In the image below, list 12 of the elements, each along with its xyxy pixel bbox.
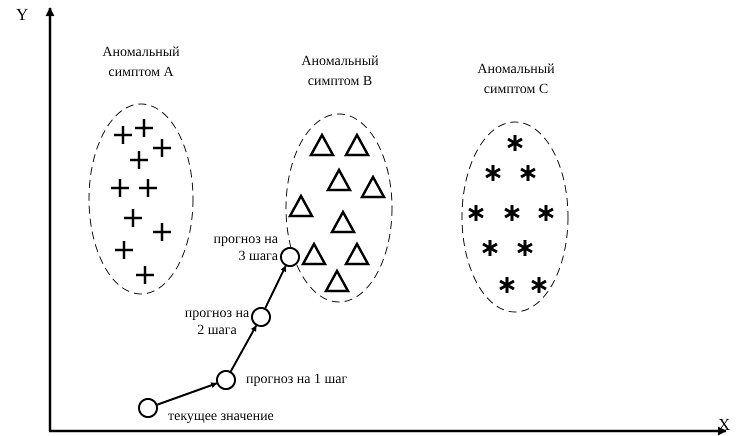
point-label: прогноз на 2 шага xyxy=(184,305,250,339)
arrow xyxy=(230,325,258,372)
cluster-heading: Аномальный симптом А xyxy=(101,44,181,82)
arrow xyxy=(157,382,218,406)
point-label: прогноз на 1 шаг xyxy=(246,371,348,388)
axis-label: Y xyxy=(16,6,28,23)
cluster-heading: Аномальный симптом В xyxy=(300,53,380,91)
axis-label: X xyxy=(718,416,730,433)
point-label: текущее значение xyxy=(168,408,274,425)
cluster-heading: Аномальный симптом С xyxy=(476,61,556,99)
point-label: прогноз на 3 шага xyxy=(212,231,278,265)
arrow xyxy=(264,265,287,308)
